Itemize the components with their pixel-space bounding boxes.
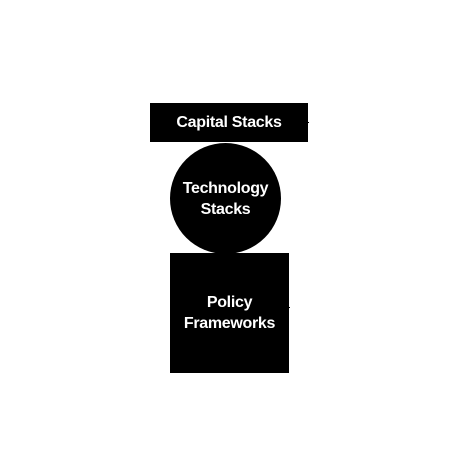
policy-frameworks-label-line1: Policy — [206, 294, 253, 311]
policy-frameworks-square: Policy Frameworks — [170, 253, 289, 373]
technology-stacks-label-line1: Technology — [182, 179, 269, 197]
bar-edge-mark — [307, 122, 309, 123]
capital-stacks-label: Capital Stacks — [176, 113, 282, 131]
capital-stacks-bar: Capital Stacks — [150, 103, 308, 142]
technology-stacks-text: Technology Stacks — [183, 178, 269, 220]
technology-stacks-label-line2: Stacks — [200, 200, 251, 218]
square-edge-mark — [288, 307, 290, 308]
policy-frameworks-text: Policy Frameworks — [183, 292, 276, 334]
policy-frameworks-label-line2: Frameworks — [183, 315, 276, 332]
technology-stacks-circle: Technology Stacks — [170, 143, 281, 254]
